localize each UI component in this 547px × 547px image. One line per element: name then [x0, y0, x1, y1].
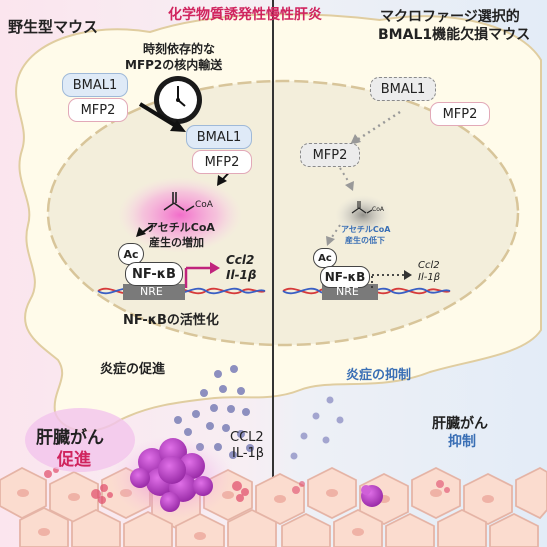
- clock-caption-line2: MFP2の核内輸送: [125, 58, 223, 72]
- mfp2-nuclear-right: MFP2: [300, 143, 360, 167]
- coa-label-right: CoA: [372, 206, 384, 213]
- coa-label-left: CoA: [195, 200, 213, 210]
- nre-label-right: NRE: [336, 285, 359, 298]
- clock-icon: [154, 76, 202, 124]
- cytokine-ccl2: CCL2: [230, 430, 264, 445]
- acetyl-coa-glow-right: [335, 195, 391, 235]
- acetyl-coa-left-line1: アセチルCoA: [147, 221, 215, 234]
- cancer-label-right-line2: 抑制: [448, 434, 476, 450]
- right-header-line1: マクロファージ選択的: [380, 9, 520, 25]
- cytokine-il1b: IL-1β: [232, 446, 265, 461]
- gene-il1b-right: Il-1β: [418, 272, 441, 283]
- nfkb-activation: NF-κBの活性化: [123, 313, 219, 328]
- inflammation-promote: 炎症の促進: [100, 362, 166, 377]
- bmal1-nuclear-left: BMAL1: [186, 125, 252, 149]
- acetyl-coa-right-line1: アセチルCoA: [341, 225, 391, 234]
- ac-badge-left: Ac: [118, 243, 144, 265]
- nfkb-badge-left: NF-κB: [125, 262, 183, 286]
- mfp2-outer-left: MFP2: [68, 98, 128, 122]
- bmal1-outer-left: BMAL1: [62, 73, 128, 97]
- arrow-bmal1-to-mfp2-right: [350, 110, 401, 145]
- clock-caption-line1: 時刻依存的な: [143, 42, 216, 56]
- nre-box-right: [322, 284, 378, 300]
- arrow-mfp2-to-acetyl-right: [339, 167, 354, 191]
- arrow-acetyl-to-ac-right: [326, 224, 341, 246]
- cancer-label-left-line1: 肝臓がん: [36, 428, 104, 448]
- ac-badge-right: Ac: [313, 248, 337, 268]
- acetyl-coa-left-line2: 産生の増加: [149, 236, 204, 249]
- mfp2-nuclear-left: MFP2: [192, 150, 252, 174]
- acetyl-coa-glow-left: [118, 177, 242, 253]
- center-title: 化学物質誘発性慢性肝炎: [168, 7, 322, 23]
- inflammation-suppress: 炎症の抑制: [346, 368, 412, 383]
- cancer-label-right-line1: 肝臓がん: [432, 416, 488, 432]
- mfp2-outer-right: MFP2: [430, 102, 490, 126]
- arrow-clock-to-nucleus: [138, 102, 186, 132]
- cytokine-dots-right: [290, 396, 344, 460]
- cancer-label-glow: [25, 408, 135, 472]
- acetyl-coa-right-line2: 産生の低下: [345, 236, 385, 245]
- gene-ccl2-right: Ccl2: [418, 260, 440, 271]
- nre-box-left: [123, 284, 185, 300]
- right-header-line2: BMAL1機能欠損マウス: [378, 27, 531, 43]
- hepatocyte-layer: [0, 466, 547, 547]
- acetyl-coa-molecule-right: [351, 201, 373, 214]
- arrow-acetyl-to-ac: [136, 224, 154, 237]
- nfkb-badge-right: NF-κB: [320, 266, 370, 288]
- nre-label-left: NRE: [140, 285, 163, 298]
- transcription-arrow-right: [371, 270, 412, 288]
- bmal1-outer-right: BMAL1: [370, 77, 436, 101]
- transcription-arrow-left: [184, 262, 220, 288]
- cancer-label-left-line2: 促進: [57, 450, 91, 470]
- gene-il1b-left: Il-1β: [226, 268, 257, 282]
- gene-ccl2-left: Ccl2: [226, 253, 255, 267]
- left-header: 野生型マウス: [8, 18, 99, 36]
- tumor-clusters-right: [292, 480, 450, 494]
- tumor-right: [361, 485, 383, 507]
- tumor-clusters-left: [44, 467, 249, 504]
- cancer-mass: [130, 438, 213, 512]
- acetyl-coa-molecule-left: [163, 192, 195, 212]
